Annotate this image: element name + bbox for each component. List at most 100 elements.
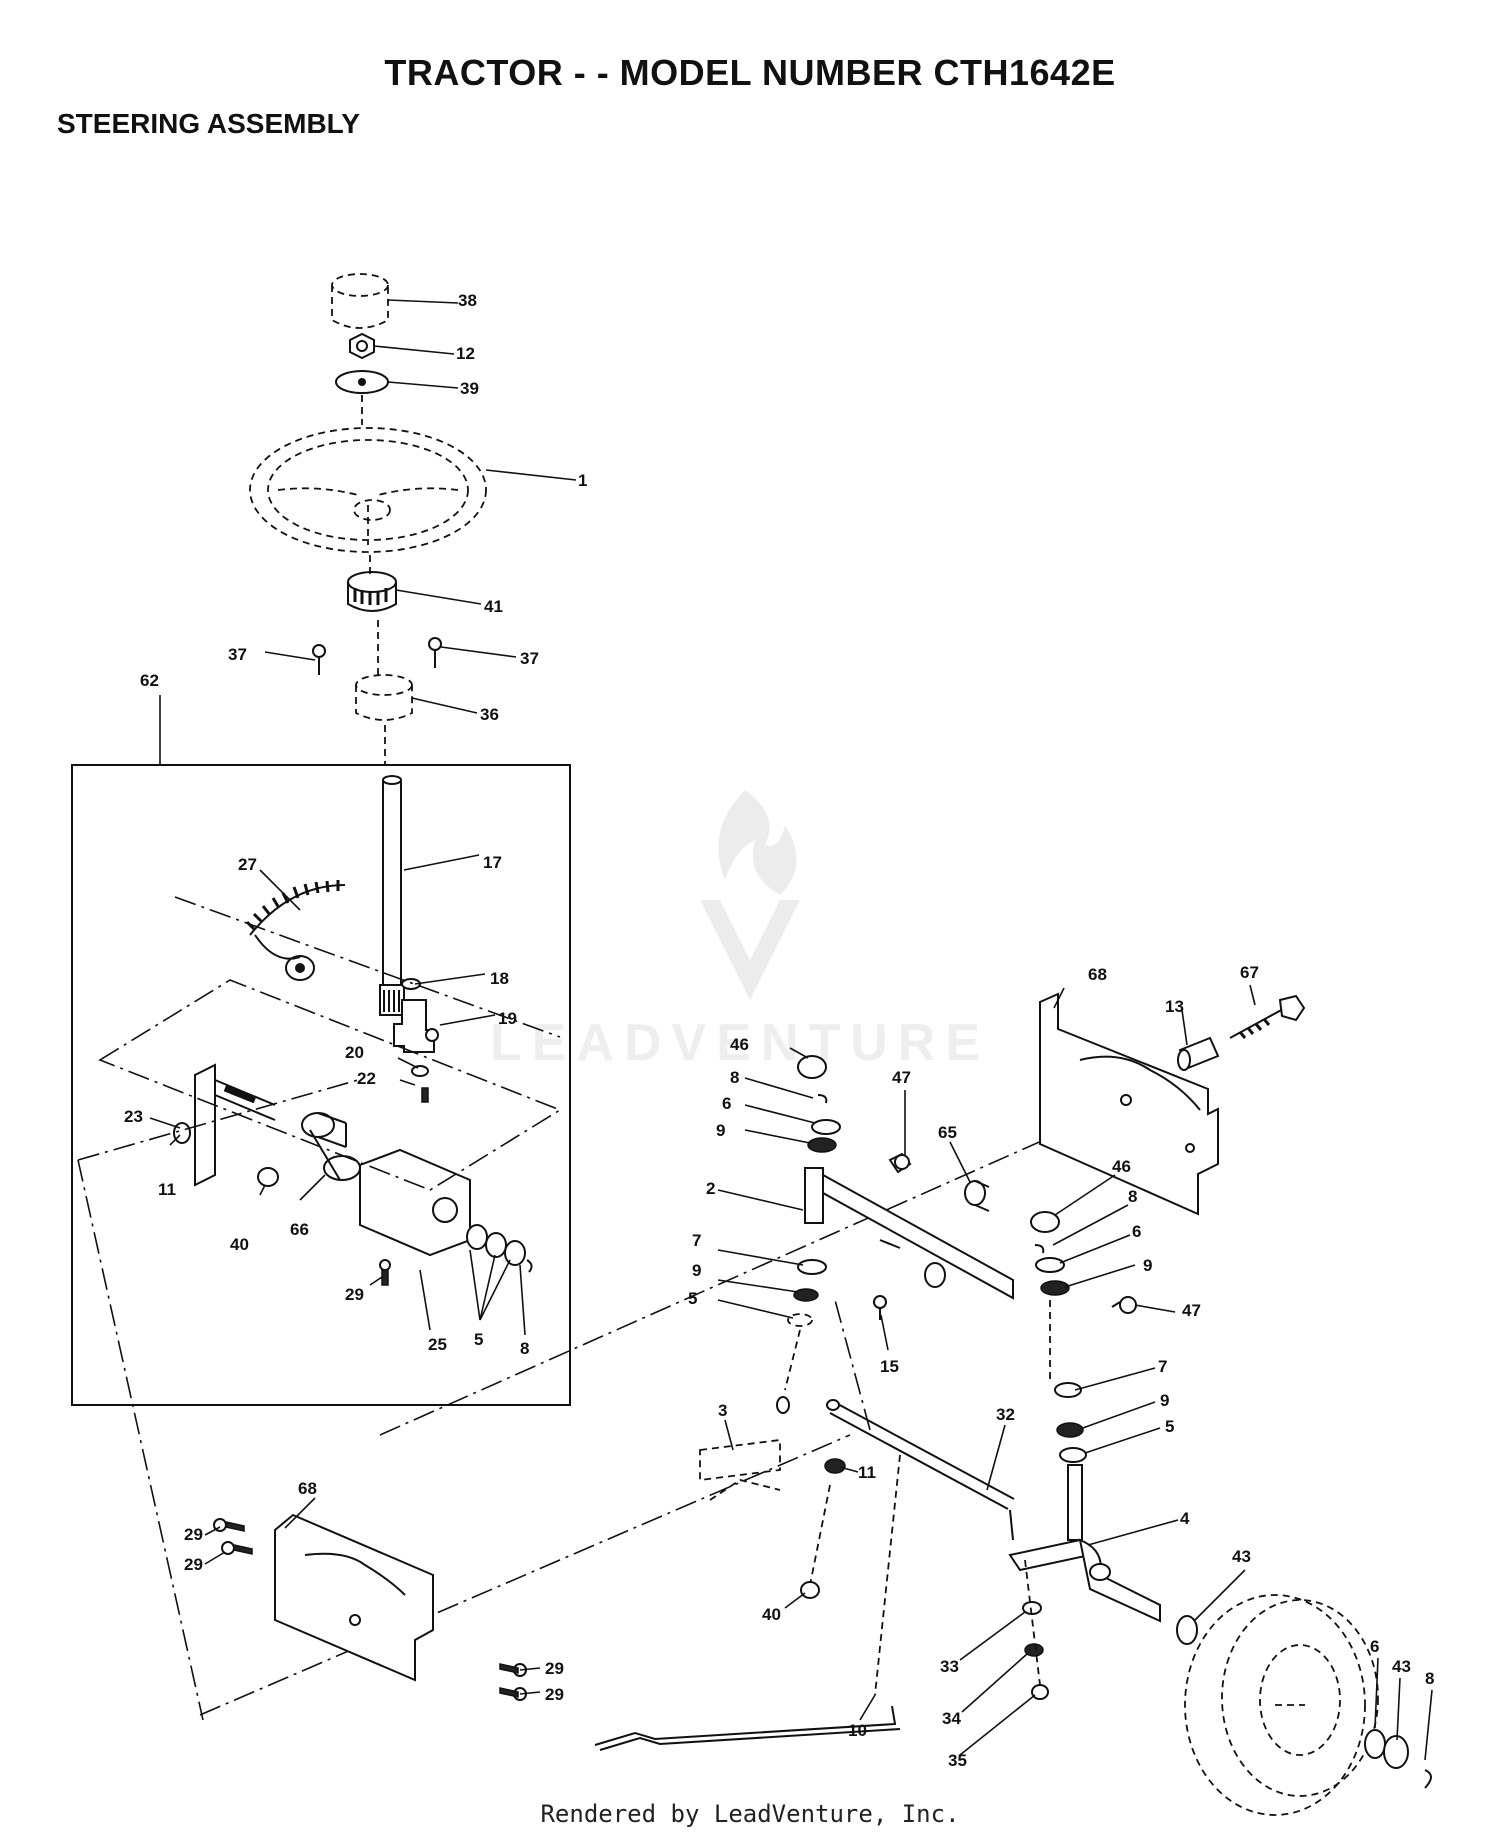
washer-7-left	[797, 1259, 827, 1275]
callout-15: 15	[880, 1357, 899, 1376]
callout-46-left: 46	[730, 1035, 749, 1054]
callout-7-right: 7	[1158, 1357, 1167, 1376]
callout-3: 3	[718, 1401, 727, 1420]
callout-23: 23	[124, 1107, 143, 1126]
callout-8-box: 8	[520, 1339, 529, 1358]
washer-9-left-lower	[793, 1288, 819, 1302]
callout-38: 38	[458, 291, 477, 310]
callout-37-left: 37	[228, 645, 247, 664]
callout-12: 12	[456, 344, 475, 363]
callout-41: 41	[484, 597, 503, 616]
callout-40-center: 40	[762, 1605, 781, 1624]
callout-39: 39	[460, 379, 479, 398]
watermark-text: LEADVENTURE	[490, 1014, 990, 1072]
leadventure-watermark: LEADVENTURE	[490, 790, 990, 1072]
washer-6-wheel	[1364, 1729, 1386, 1759]
callout-6-left: 6	[722, 1094, 731, 1113]
front-axle-2	[804, 1167, 1014, 1300]
steering-adapter	[347, 571, 397, 612]
footer-credit: Rendered by LeadVenture, Inc.	[540, 1800, 960, 1828]
frame-bracket-right	[1039, 992, 1219, 1216]
callout-5-right: 5	[1165, 1417, 1174, 1436]
cap-46-right	[1030, 1211, 1060, 1233]
callout-67: 67	[1240, 963, 1259, 982]
callout-19: 19	[498, 1009, 517, 1028]
callout-37-right: 37	[520, 649, 539, 668]
leader-lines	[149, 299, 1433, 1761]
washer-40	[257, 1167, 279, 1187]
callout-7-left: 7	[692, 1231, 701, 1250]
callout-8-right: 8	[1128, 1187, 1137, 1206]
steering-wheel	[249, 427, 487, 553]
section-title: STEERING ASSEMBLY	[57, 108, 360, 139]
callout-8-wheel: 8	[1425, 1669, 1434, 1688]
front-wheel	[1184, 1594, 1379, 1816]
callout-6-wheel: 6	[1370, 1637, 1379, 1656]
callout-29-left-a: 29	[184, 1525, 203, 1544]
steering-shaft	[379, 775, 405, 1016]
bolt-67	[1229, 994, 1306, 1039]
callout-35: 35	[948, 1751, 967, 1770]
steering-bracket	[393, 999, 439, 1053]
washer-9-right-lower	[1056, 1422, 1084, 1438]
fitting-47-right	[1111, 1296, 1137, 1314]
callout-8-left: 8	[730, 1068, 739, 1087]
callout-11-center: 11	[858, 1463, 876, 1482]
bolt-15	[873, 1295, 887, 1320]
steering-bushing	[355, 674, 413, 721]
callout-6-right: 6	[1132, 1222, 1141, 1241]
washer-5-left	[787, 1313, 813, 1327]
shaft-bushing	[301, 1112, 361, 1181]
spindle-3	[699, 1438, 781, 1501]
callout-4: 4	[1180, 1509, 1190, 1528]
callout-29-right-a: 29	[545, 1659, 564, 1678]
callout-20: 20	[345, 1043, 364, 1062]
sub-assembly-box	[71, 764, 571, 1406]
callout-33: 33	[940, 1657, 959, 1676]
washer-34	[1024, 1643, 1044, 1657]
fitting-47-left	[888, 1152, 912, 1174]
callout-18: 18	[490, 969, 509, 988]
small-washer	[411, 1065, 429, 1077]
callout-9-right: 9	[1143, 1256, 1152, 1275]
callout-68-right: 68	[1088, 965, 1107, 984]
callout-43-outer: 43	[1392, 1657, 1411, 1676]
callout-29-box: 29	[345, 1285, 364, 1304]
clip-8-wheel	[1424, 1769, 1432, 1789]
washer-9-left	[807, 1137, 837, 1153]
callout-5-left: 5	[688, 1289, 697, 1308]
callout-17: 17	[483, 853, 502, 872]
washer-43-outer	[1383, 1735, 1409, 1769]
callout-40-box: 40	[230, 1235, 249, 1254]
bolt-29-inner	[379, 1259, 391, 1286]
frame-bracket-left	[274, 1513, 434, 1682]
callout-1: 1	[578, 471, 587, 490]
mount-bracket-25	[359, 1148, 471, 1257]
callout-9-left-lower: 9	[692, 1261, 701, 1280]
callout-43-inner: 43	[1232, 1547, 1251, 1566]
callout-2: 2	[706, 1179, 715, 1198]
washer-11-center	[824, 1458, 846, 1474]
callout-29-left-b: 29	[184, 1555, 203, 1574]
callout-34: 34	[942, 1709, 961, 1728]
callout-36: 36	[480, 705, 499, 724]
callout-10: 10	[848, 1721, 867, 1740]
washer-stack-5	[466, 1224, 533, 1273]
washer-6-left	[811, 1119, 841, 1135]
washer-43-inner	[1176, 1615, 1198, 1645]
pinion-shaft	[194, 1063, 276, 1187]
steering-nut	[349, 332, 375, 360]
callout-25: 25	[428, 1335, 447, 1354]
clip-8-right	[1034, 1244, 1045, 1254]
callout-32: 32	[996, 1405, 1015, 1424]
cap-46-left	[797, 1055, 827, 1079]
clip-8-left	[817, 1094, 828, 1104]
tie-rod-10	[594, 1705, 901, 1751]
washer-6-right	[1035, 1257, 1065, 1273]
page-title: TRACTOR - - MODEL NUMBER CTH1642E	[384, 52, 1116, 93]
callout-27: 27	[238, 855, 257, 874]
callout-13: 13	[1165, 997, 1184, 1016]
washer-5-right	[1059, 1447, 1087, 1463]
bushing-65	[964, 1180, 990, 1212]
